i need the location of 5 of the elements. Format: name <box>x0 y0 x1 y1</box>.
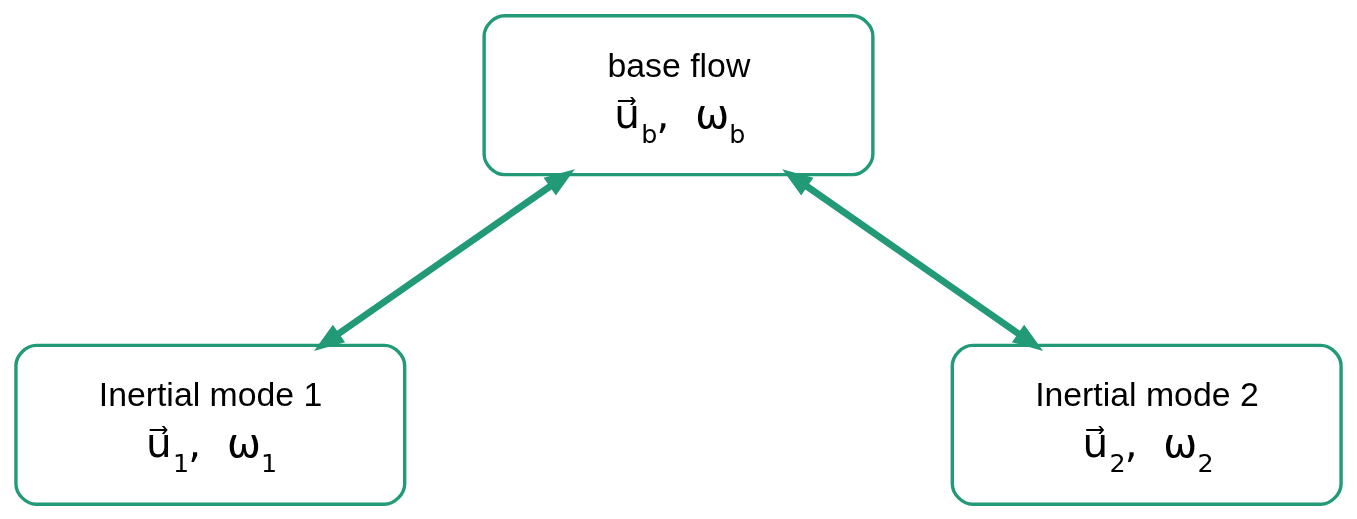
node-box: Inertial mode 2 u⃗$_{2}$, ω$_{2}$ <box>950 343 1343 506</box>
node-box: base flow u⃗$_{b}$, ω$_{b}$ <box>482 13 875 176</box>
node-box: Inertial mode 1 u⃗$_{1}$, ω$_{1}$ <box>14 343 407 506</box>
arrow <box>782 168 1044 351</box>
arrow <box>313 168 575 351</box>
